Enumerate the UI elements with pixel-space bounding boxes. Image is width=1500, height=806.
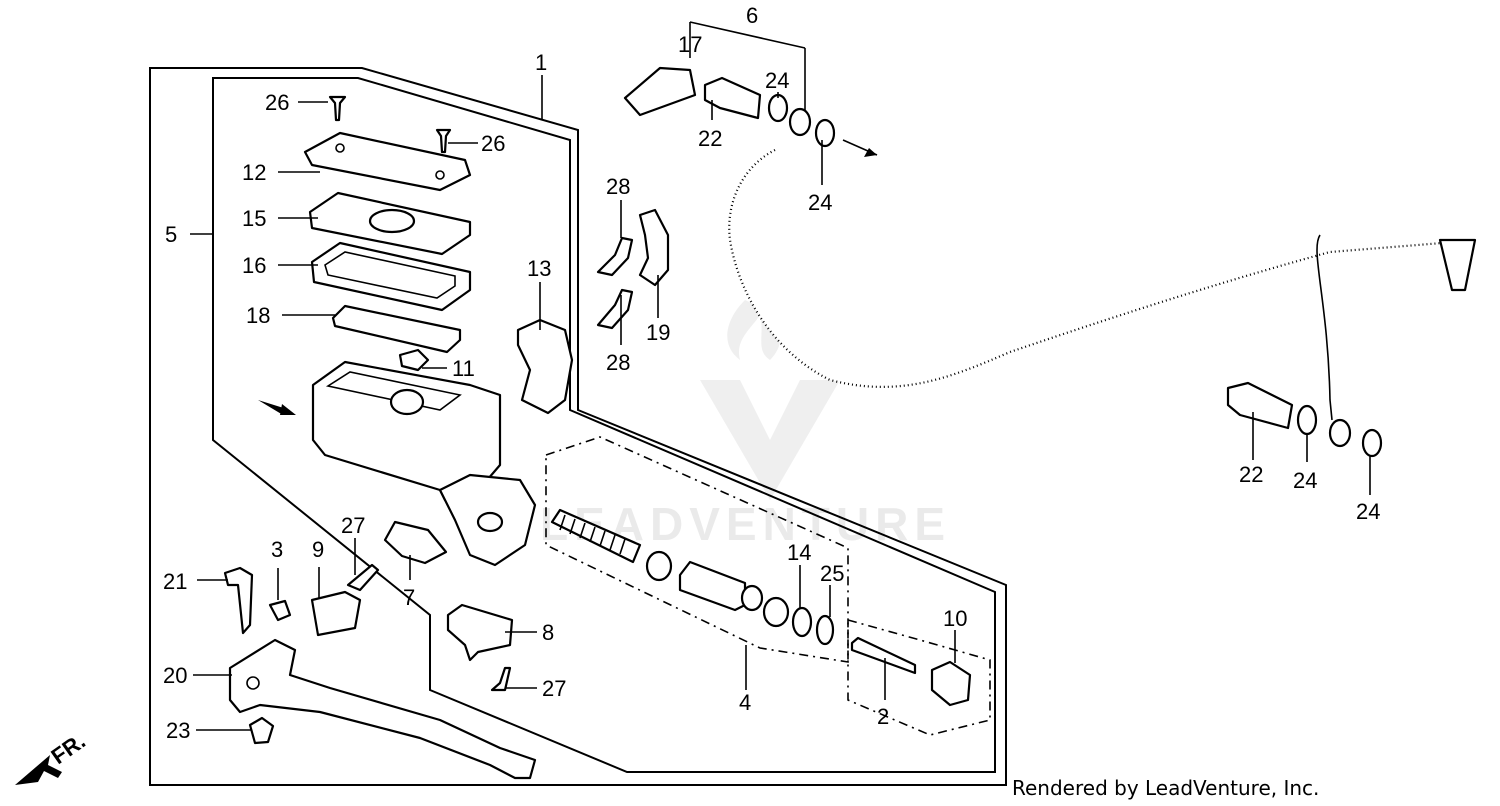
boot: [930, 660, 972, 707]
callout-27-upper: 27: [341, 513, 365, 538]
callout-22-lower: 22: [1239, 462, 1263, 487]
callout-12: 12: [242, 160, 266, 185]
callout-22-upper: 22: [698, 126, 722, 151]
callout-24-upper-2: 24: [808, 190, 832, 215]
clutch-hose-branch: [1316, 234, 1333, 421]
clamp-bolt-upper: [596, 236, 634, 277]
callout-24-lower-1: 24: [1293, 468, 1317, 493]
callout-26-left: 26: [265, 90, 289, 115]
piston-kit-boundary: [545, 436, 849, 663]
watermark-logo: LEADVENTURE: [540, 300, 945, 550]
callout-11: 11: [452, 356, 475, 381]
callout-27-lower: 27: [542, 676, 566, 701]
credit-text: Rendered by LeadVenture, Inc.: [1012, 776, 1320, 800]
screw-27-upper: [346, 563, 380, 592]
callout-18: 18: [246, 303, 270, 328]
oil-bolt: [703, 76, 762, 120]
diaphragm: [310, 241, 472, 312]
callouts: 1 2 3 4 5 6 7 8 9 10 11 12 13 14 15 16 1…: [163, 3, 1380, 743]
callout-25: 25: [820, 561, 844, 586]
assembly-boundary-5: [212, 77, 996, 773]
clutch-lever: [228, 638, 537, 780]
callout-17: 17: [678, 32, 702, 57]
callout-10: 10: [943, 606, 967, 631]
clamp-bolt-lower: [596, 288, 634, 330]
callout-28-lower: 28: [606, 350, 630, 375]
callout-3: 3: [271, 537, 283, 562]
callout-24-lower-2: 24: [1356, 499, 1380, 524]
piston: [678, 560, 747, 612]
screw-27-lower: [490, 666, 512, 692]
callout-28-upper: 28: [606, 174, 630, 199]
callout-4: 4: [739, 690, 751, 715]
callout-19: 19: [646, 320, 670, 345]
master-cylinder-body: [311, 360, 537, 567]
front-direction-arrow: [15, 755, 62, 785]
sealing-washer-lower-2: [1361, 428, 1383, 458]
callout-23: 23: [166, 718, 190, 743]
oil-bolt-lower: [1226, 381, 1294, 430]
pivot-nut: [248, 716, 275, 745]
callout-6: 6: [746, 3, 758, 28]
hose-end-fitting: [1438, 238, 1477, 292]
callout-8: 8: [542, 620, 554, 645]
callout-16: 16: [242, 253, 266, 278]
cup-primary: [645, 550, 673, 582]
callout-24-upper-1: 24: [765, 68, 789, 93]
callout-14: 14: [787, 540, 811, 565]
diaphragm-plate: [308, 191, 472, 256]
piston-end: [740, 584, 764, 612]
flow-arrow-left: [258, 400, 296, 415]
callout-1: 1: [535, 50, 547, 75]
callout-21: 21: [163, 569, 187, 594]
oil-bolt-cap: [623, 66, 697, 117]
clutch-hose: [728, 149, 1456, 388]
sealing-washer-top-2: [814, 118, 836, 148]
circlip-25: [815, 614, 835, 646]
callout-7: 7: [403, 585, 415, 610]
push-rod: [850, 636, 917, 675]
callout-15: 15: [242, 206, 266, 231]
callout-5: 5: [165, 222, 177, 247]
holder: [516, 318, 574, 415]
set-plate: [331, 304, 462, 354]
callout-9: 9: [312, 537, 324, 562]
screw-26-right: [435, 128, 452, 154]
sealing-washer-lower-1: [1296, 404, 1318, 436]
callout-13: 13: [527, 256, 551, 281]
float: [398, 348, 430, 372]
dust-cover: [310, 590, 362, 637]
banjo-fitting: [788, 107, 812, 137]
collar: [268, 599, 292, 622]
leader-lines: [190, 21, 1371, 731]
screw-26-left: [328, 95, 347, 122]
callout-20: 20: [163, 663, 187, 688]
callout-26-right: 26: [481, 131, 505, 156]
boot-ring: [762, 596, 790, 628]
reservoir-cap: [303, 131, 472, 192]
pivot-bolt: [223, 566, 254, 635]
front-marker-label: FR.: [47, 728, 90, 769]
clamp: [638, 208, 670, 287]
switch-bracket: [446, 603, 514, 662]
callout-2: 2: [877, 704, 889, 729]
clutch-switch: [383, 520, 448, 565]
assembly-boundary-1: [149, 67, 1007, 786]
boot-kit-boundary: [847, 618, 991, 736]
circlip-14: [791, 606, 813, 638]
banjo-fitting-lower: [1328, 418, 1352, 448]
sealing-washer-top-1: [767, 93, 789, 123]
